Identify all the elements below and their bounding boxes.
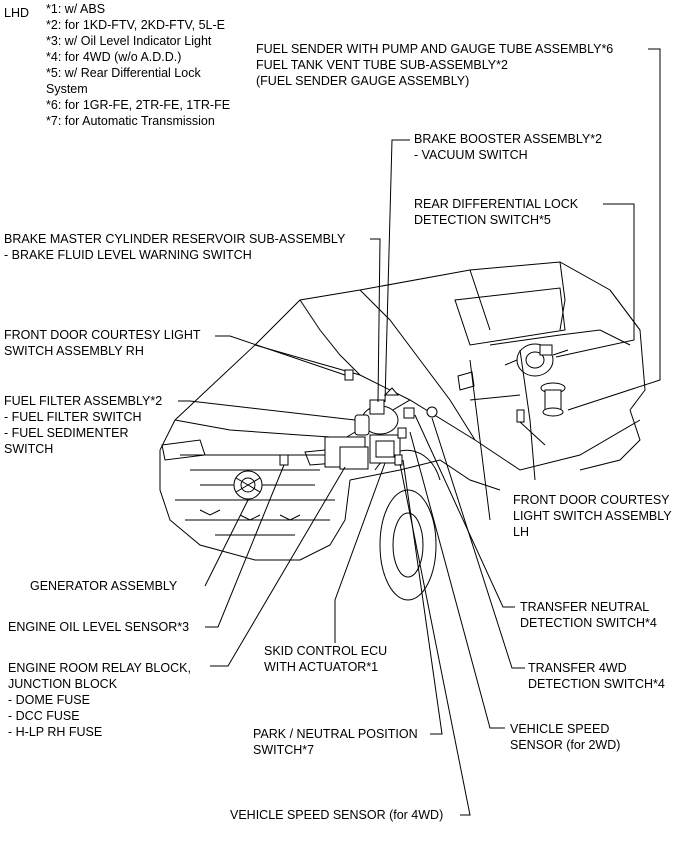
label-line: PARK / NEUTRAL POSITION — [253, 727, 418, 741]
label-line: - H-LP RH FUSE — [8, 725, 103, 739]
fuel-filter-icon — [354, 414, 370, 436]
note: *5: w/ Rear Differential Lock — [46, 66, 201, 80]
label-line: - BRAKE FLUID LEVEL WARNING SWITCH — [4, 248, 252, 262]
label-line: GENERATOR ASSEMBLY — [30, 579, 178, 593]
label-line: REAR DIFFERENTIAL LOCK — [414, 197, 579, 211]
label-line: FUEL FILTER ASSEMBLY*2 — [4, 394, 163, 408]
label-line: - FUEL FILTER SWITCH — [4, 410, 142, 424]
relay-block-icon — [324, 436, 369, 470]
label-line: WITH ACTUATOR*1 — [264, 660, 379, 674]
label-line: SKID CONTROL ECU — [264, 644, 388, 658]
label-line: VEHICLE SPEED SENSOR (for 4WD) — [230, 808, 444, 822]
label-line: VEHICLE SPEED — [510, 722, 610, 736]
label-line: ENGINE OIL LEVEL SENSOR*3 — [8, 620, 190, 634]
label-line: TRANSFER NEUTRAL — [520, 600, 650, 614]
label-line: SWITCH ASSEMBLY RH — [4, 344, 144, 358]
label-line: - VACUUM SWITCH — [414, 148, 528, 162]
brake-booster-icon — [361, 387, 400, 435]
note: *4: for 4WD (w/o A.D.D.) — [46, 50, 182, 64]
label-line: LIGHT SWITCH ASSEMBLY — [513, 509, 672, 523]
label-line: FRONT DOOR COURTESY — [513, 493, 670, 507]
label-line: FRONT DOOR COURTESY LIGHT — [4, 328, 201, 342]
label-line: BRAKE BOOSTER ASSEMBLY*2 — [414, 132, 603, 146]
note: *7: for Automatic Transmission — [46, 114, 215, 128]
transfer-switch-icon — [394, 406, 438, 466]
label-line: LH — [513, 525, 529, 539]
label-line: SWITCH*7 — [253, 743, 315, 757]
label-line: DETECTION SWITCH*5 — [414, 213, 551, 227]
note: *1: w/ ABS — [46, 2, 106, 16]
label-line: ENGINE ROOM RELAY BLOCK, — [8, 661, 191, 675]
fuel-sender-icon — [540, 382, 566, 417]
note: *3: w/ Oil Level Indicator Light — [46, 34, 212, 48]
label-line: SWITCH — [4, 442, 54, 456]
label-line: - DCC FUSE — [8, 709, 80, 723]
note: System — [46, 82, 88, 96]
label-line: - FUEL SEDIMENTER — [4, 426, 129, 440]
generator-icon — [233, 470, 263, 500]
label-line: TRANSFER 4WD — [528, 661, 627, 675]
label-line: SENSOR (for 2WD) — [510, 738, 621, 752]
region-label: LHD — [4, 6, 30, 20]
label-line: FUEL SENDER WITH PUMP AND GAUGE TUBE ASS… — [256, 42, 614, 56]
label-line: - DOME FUSE — [8, 693, 90, 707]
label-line: DETECTION SWITCH*4 — [520, 616, 657, 630]
rear-diff-switch-icon — [539, 344, 553, 356]
label-line: JUNCTION BLOCK — [8, 677, 118, 691]
label-line: FUEL TANK VENT TUBE SUB-ASSEMBLY*2 — [256, 58, 508, 72]
label-line: (FUEL SENDER GAUGE ASSEMBLY) — [256, 74, 470, 88]
note: *6: for 1GR-FE, 2TR-FE, 1TR-FE — [46, 98, 231, 112]
label-line: DETECTION SWITCH*4 — [528, 677, 665, 691]
label-line: BRAKE MASTER CYLINDER RESERVOIR SUB-ASSE… — [4, 232, 346, 246]
note: *2: for 1KD-FTV, 2KD-FTV, 5L-E — [46, 18, 225, 32]
